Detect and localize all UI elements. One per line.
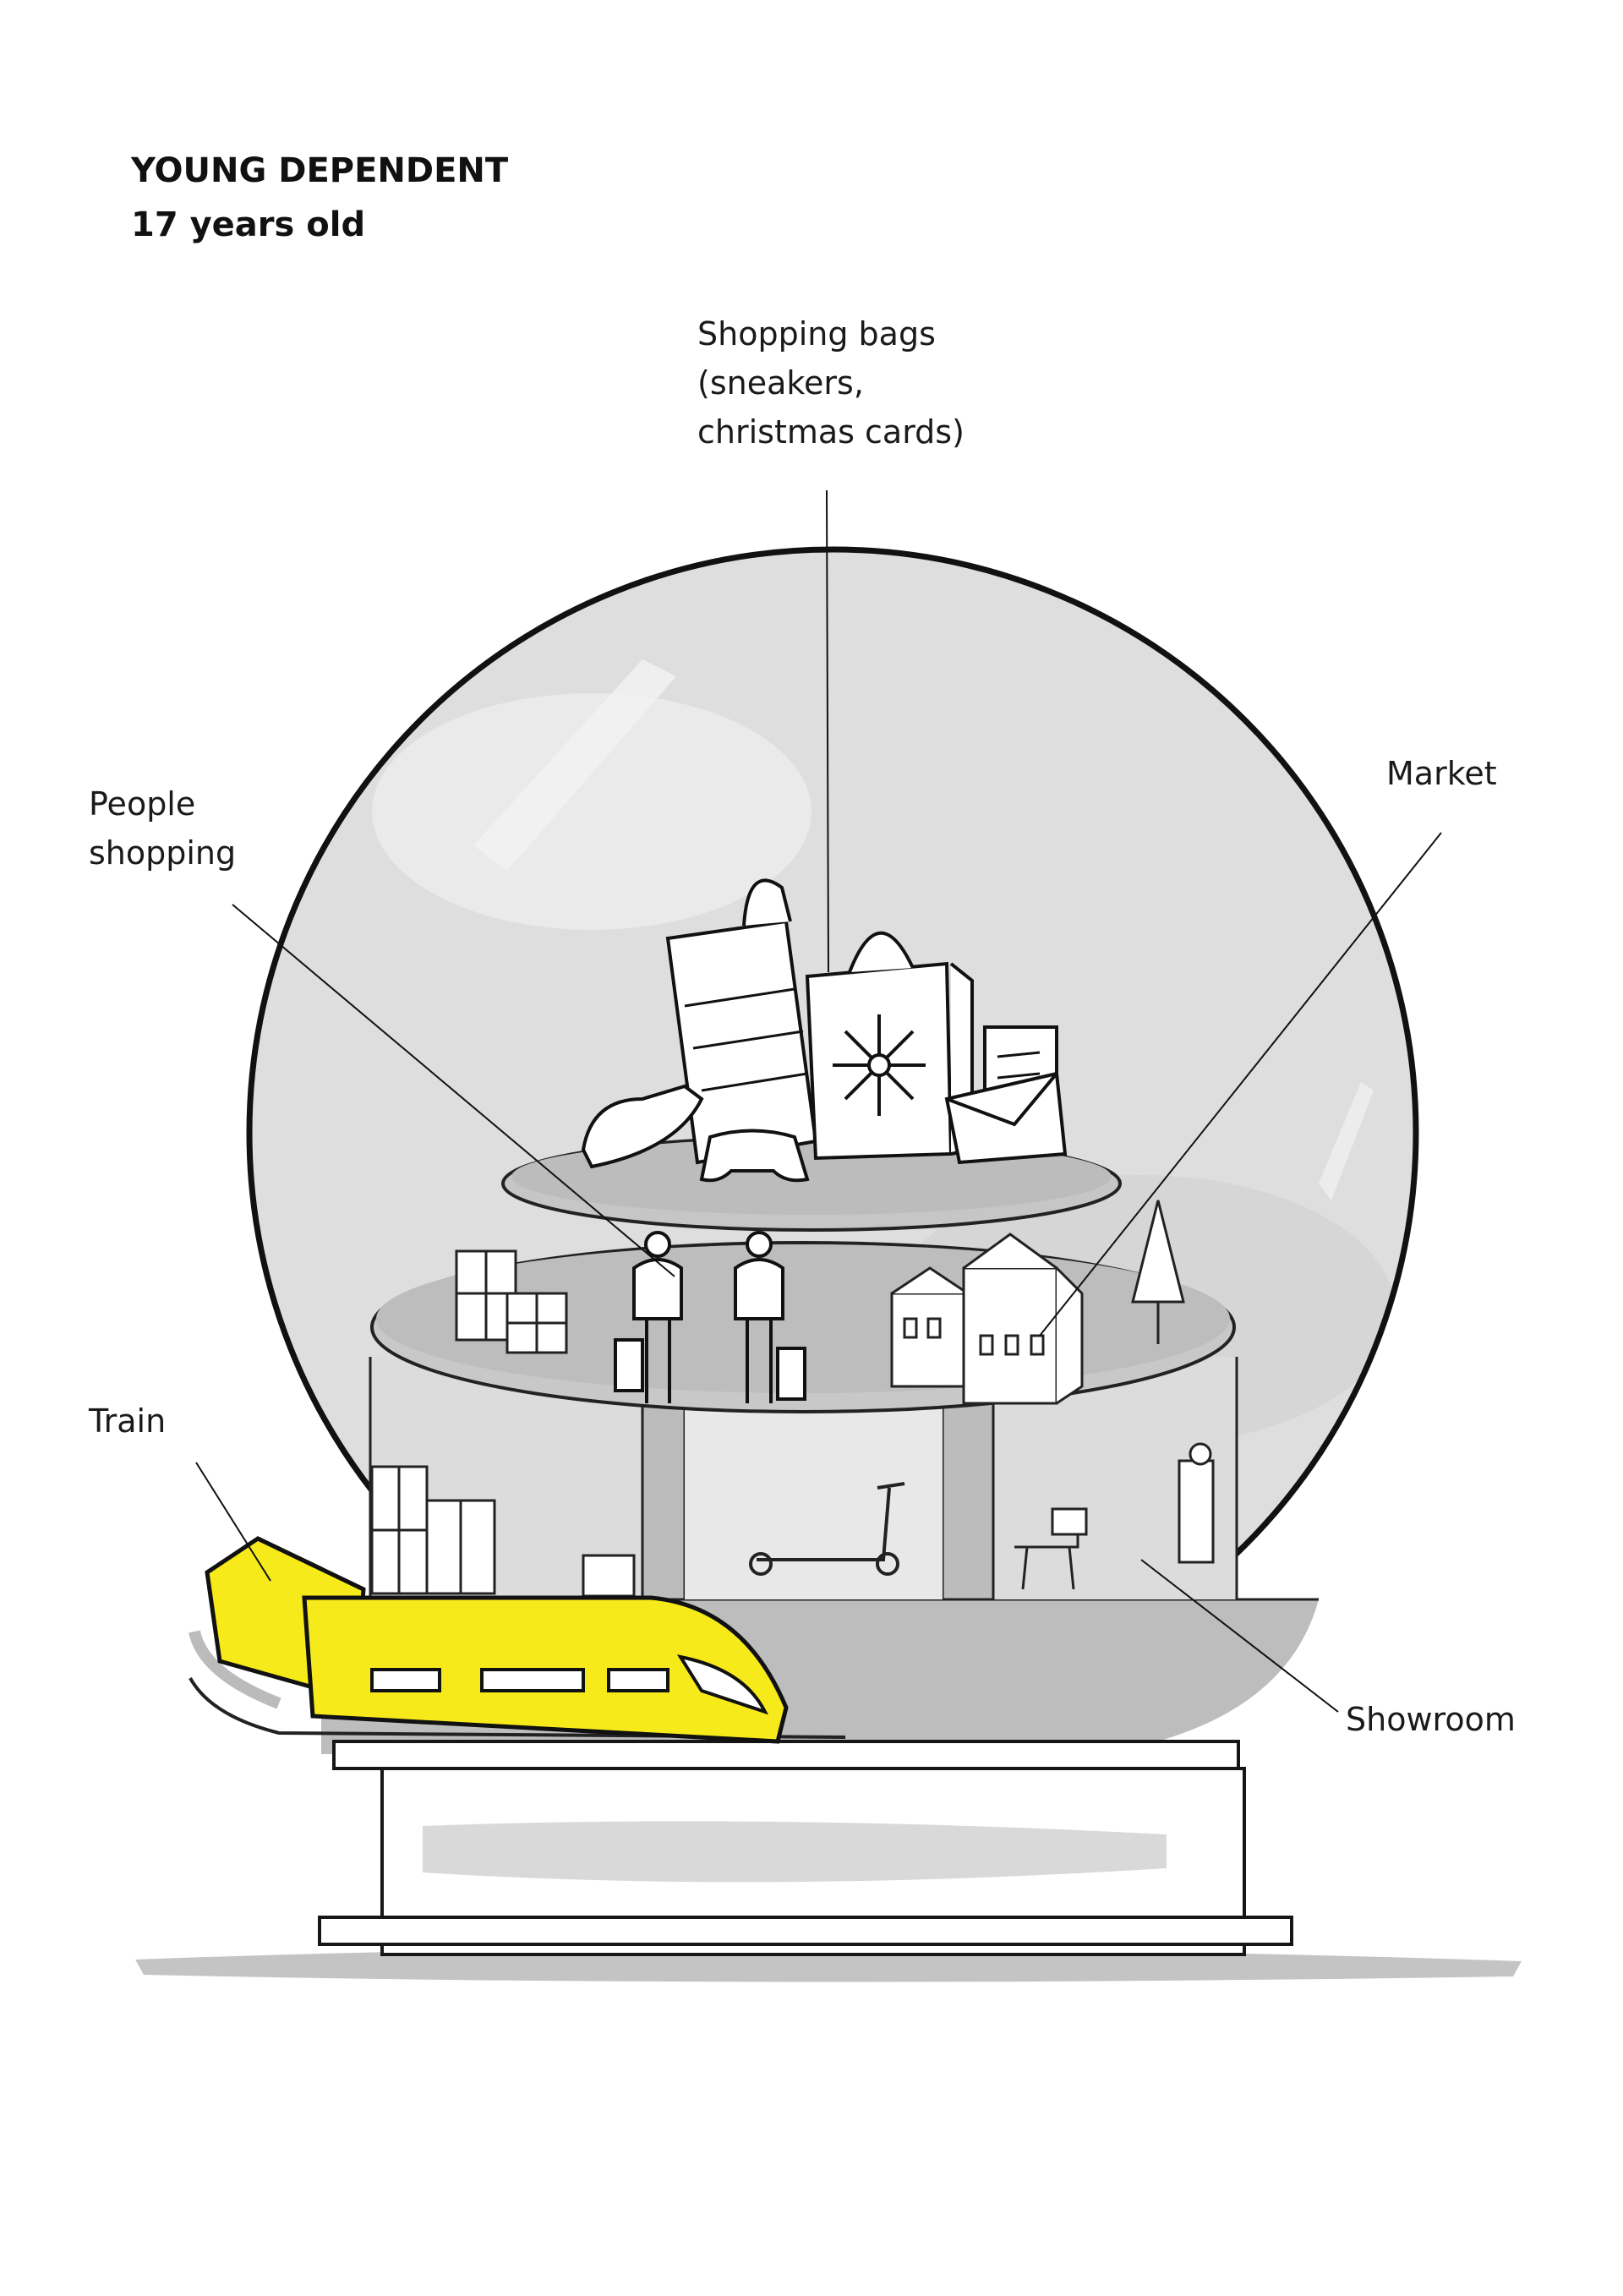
snowflake-icon — [833, 1014, 926, 1116]
scooter-icon — [749, 1482, 905, 1576]
leader-line-shopping-bags — [826, 489, 829, 973]
label-people-shopping-line-1: People — [89, 785, 196, 823]
stand-shading — [423, 1821, 1167, 1883]
label-people-shopping: People shopping — [89, 779, 236, 877]
label-market: Market — [1386, 755, 1497, 792]
label-shopping-bags-line-1: Shopping bags — [697, 315, 936, 353]
leader-line-market — [1039, 832, 1442, 1337]
gamepad-icon — [699, 1129, 810, 1183]
label-people-shopping-line-2: shopping — [89, 834, 237, 872]
train-icon — [189, 1536, 846, 1744]
leader-lines — [195, 489, 1442, 1713]
ground-shadow — [135, 1948, 1522, 1982]
leader-line-showroom — [1140, 1559, 1339, 1713]
label-train: Train — [89, 1402, 167, 1440]
gift-icon — [455, 1249, 568, 1354]
sneaker-icon — [581, 1084, 704, 1169]
house-icon — [890, 1233, 1084, 1405]
showroom-people — [1014, 1442, 1215, 1590]
person-icon — [614, 1231, 806, 1403]
tree-icon — [1131, 1200, 1185, 1344]
leader-line-people-shopping — [232, 904, 675, 1277]
label-shopping-bags-line-3: christmas cards) — [697, 413, 965, 451]
persona-age: 17 years old — [131, 205, 366, 244]
label-shopping-bags: Shopping bags (sneakers, christmas cards… — [697, 309, 965, 456]
gift-icon — [370, 1465, 636, 1598]
christmas-card-icon — [944, 1025, 1068, 1165]
leader-line-train — [195, 1462, 271, 1582]
label-showroom: Showroom — [1346, 1701, 1516, 1738]
persona-title: YOUNG DEPENDENT — [131, 151, 509, 190]
label-shopping-bags-line-2: (sneakers, — [697, 364, 864, 402]
